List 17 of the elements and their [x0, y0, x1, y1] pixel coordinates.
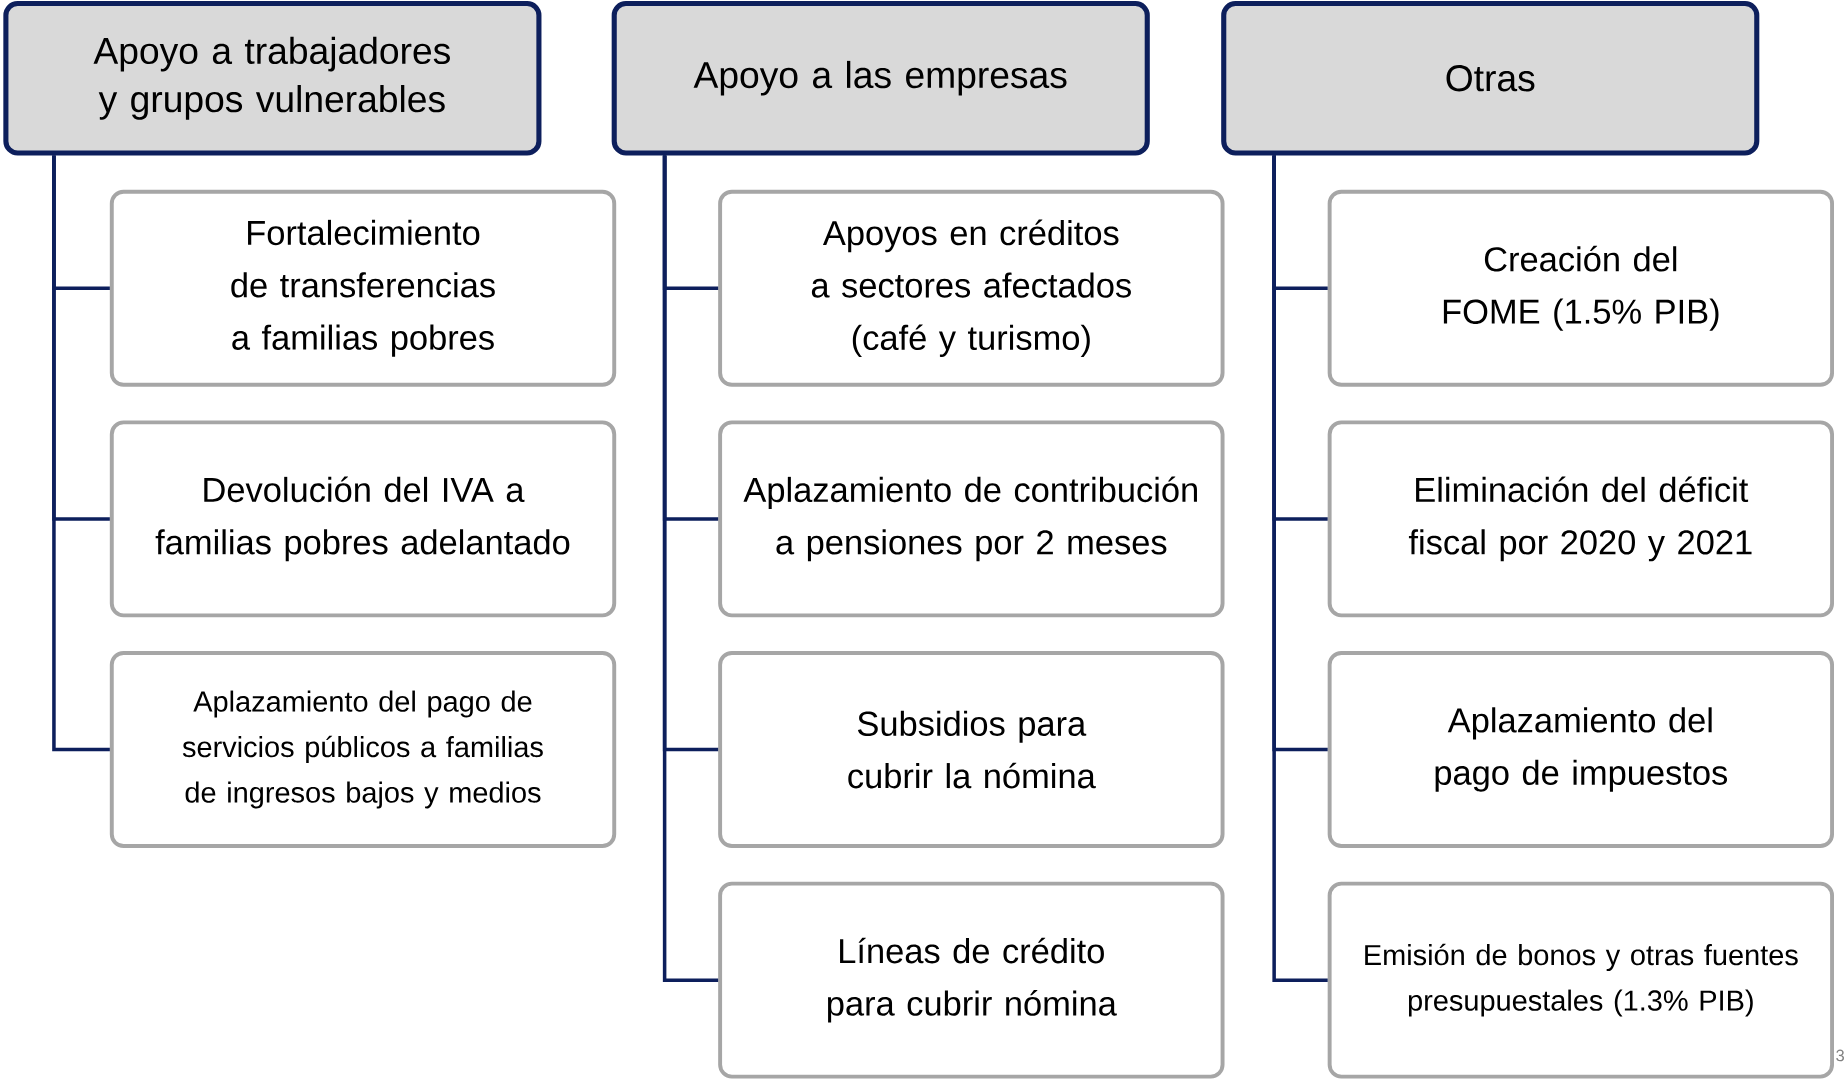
connector-line	[1272, 155, 1328, 982]
measure-box: Líneas de crédito para cubrir nómina	[718, 881, 1225, 1079]
measure-box: Aplazamiento del pago de servicios públicos a familias de ingresos bajos y medios	[109, 650, 617, 848]
category-box: Otras	[1221, 0, 1760, 156]
measure-box: Eliminación del déficit fiscal por 2020 y 2021	[1327, 420, 1835, 618]
category-box: Apoyo a las empresas	[611, 0, 1150, 156]
connector-line	[52, 155, 110, 752]
measure-box: Subsidios para cubrir la nómina	[718, 650, 1225, 848]
measure-box: Apoyos en créditos a sectores afectados (café y turismo)	[718, 189, 1225, 387]
measure-box: Emisión de bonos y otras fuentes presupuestales (1.3% PIB)	[1327, 881, 1835, 1079]
measure-box: Devolución del IVA a familias pobres adelantado	[109, 420, 617, 618]
connector-line	[662, 155, 719, 982]
measure-box: Aplazamiento del pago de impuestos	[1327, 650, 1835, 848]
category-box: Apoyo a trabajadores y grupos vulnerables	[3, 0, 542, 156]
measure-box: Aplazamiento de contribución a pensiones por 2 meses	[718, 420, 1225, 618]
measure-box: Fortalecimiento de transferencias a familias pobres	[109, 189, 617, 387]
measure-box: Creación del FOME (1.5% PIB)	[1327, 189, 1835, 387]
